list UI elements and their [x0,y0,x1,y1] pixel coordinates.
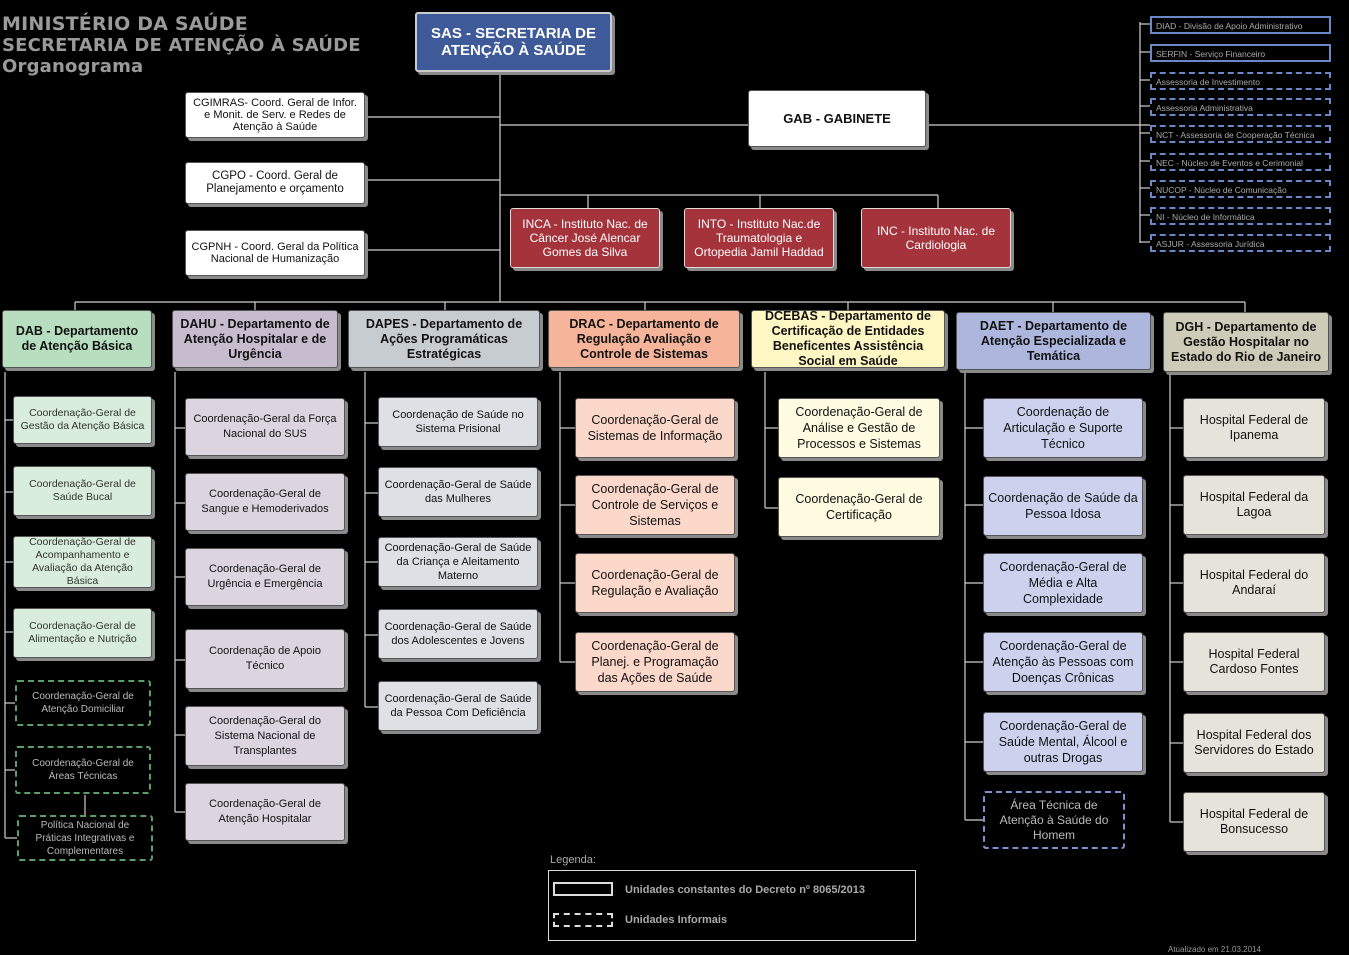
dept-dahu: DAHU - Departamento de Atenção Hospitala… [172,310,338,368]
daet-unit: Coordenação-Geral de Média e Alta Comple… [983,553,1143,613]
dahu-unit: Coordenação-Geral da Força Nacional do S… [185,398,345,456]
legend [548,870,916,941]
cgpo-box: CGPO - Coord. Geral de Planejamento e or… [185,162,365,204]
dcebas-unit: Coordenação-Geral de Análise e Gestão de… [778,398,940,458]
dept-dab: DAB - Departamento de Atenção Básica [2,310,152,368]
gab-unit-ni: NI - Núcleo de Informática [1150,207,1331,225]
drac-unit: Coordenação-Geral de Controle de Serviço… [575,475,735,535]
gab-unit-diad: DIAD - Divisão de Apoio Administrativo [1150,16,1331,34]
gab-box: GAB - GABINETE [748,90,926,147]
dab-informal-unit: Coordenação-Geral de Atenção Domiciliar [15,680,151,726]
dahu-unit: Coordenação-Geral de Sangue e Hemoderiva… [185,473,345,531]
dab-unit: Coordenação-Geral de Gestão da Atenção B… [13,396,152,444]
dept-dapes: DAPES - Departamento de Ações Programáti… [348,310,540,368]
dgh-hospital: Hospital Federal da Lagoa [1183,475,1325,535]
dapes-unit: Coordenação-Geral de Saúde da Criança e … [378,537,538,587]
dgh-hospital: Hospital Federal Cardoso Fontes [1183,632,1325,692]
legend-title: Legenda: [550,854,596,866]
legend-informal-swatch [553,913,613,927]
daet-unit: Coordenação-Geral de Saúde Mental, Álcoo… [983,712,1143,772]
legend-formal-label: Unidades constantes do Decreto nº 8065/2… [625,884,865,896]
gab-unit-investimento: Assessoria de Investimento [1150,72,1331,90]
gab-unit-serfin: SERFIN - Serviço Financeiro [1150,44,1331,62]
dept-drac: DRAC - Departamento de Regulação Avaliaç… [548,310,740,368]
drac-unit: Coordenação-Geral de Planej. e Programaç… [575,632,735,692]
gab-unit-nec: NEC - Núcleo de Eventos e Cerimonial [1150,153,1331,171]
secretariat-title: SECRETARIA DE ATENÇÃO À SAÚDE [2,35,361,56]
dept-dgh: DGH - Departamento de Gestão Hospitalar … [1163,312,1329,372]
daet-informal-unit: Área Técnica de Atenção à Saúde do Homem [983,791,1125,849]
dgh-hospital: Hospital Federal de Bonsucesso [1183,792,1325,852]
into-box: INTO - Instituto Nac.de Traumatologia e … [684,208,834,268]
legend-formal-swatch [553,882,613,896]
daet-unit: Coordenação de Articulação e Suporte Téc… [983,398,1143,458]
dgh-hospital: Hospital Federal dos Servidores do Estad… [1183,713,1325,773]
page-header: MINISTÉRIO DA SAÚDE SECRETARIA DE ATENÇÃ… [2,13,361,78]
dab-unit: Coordenação-Geral de Acompanhamento e Av… [13,536,152,588]
drac-unit: Coordenação-Geral de Sistemas de Informa… [575,398,735,458]
dapes-unit: Coordenação-Geral de Saúde das Mulheres [378,467,538,517]
sas-box: SAS - SECRETARIA DE ATENÇÃO À SAÚDE [415,12,612,72]
dab-unit: Coordenação-Geral de Saúde Bucal [13,466,152,516]
dahu-unit: Coordenação de Apoio Técnico [185,629,345,689]
dgh-hospital: Hospital Federal do Andaraí [1183,553,1325,613]
ministry-title: MINISTÉRIO DA SAÚDE [2,13,248,35]
dahu-unit: Coordenação-Geral de Atenção Hospitalar [185,783,345,841]
daet-unit: Coordenação-Geral de Atenção às Pessoas … [983,632,1143,692]
dept-daet: DAET - Departamento de Atenção Especiali… [956,312,1151,370]
cgimras-box: CGIMRAS- Coord. Geral de Infor. e Monit.… [185,92,365,138]
inc-box: INC - Instituto Nac. de Cardiologia [861,208,1011,268]
dcebas-unit: Coordenação-Geral de Certificação [778,477,940,537]
dab-informal-unit: Política Nacional de Práticas Integrativ… [17,815,153,861]
gab-unit-administrativa: Assessoria Administrativa [1150,98,1331,116]
inca-box: INCA - Instituto Nac. de Câncer José Ale… [510,208,660,268]
dahu-unit: Coordenação-Geral de Urgência e Emergênc… [185,548,345,606]
daet-unit: Coordenação de Saúde da Pessoa Idosa [983,476,1143,536]
gab-unit-asjur: ASJUR - Assessoria Jurídica [1150,234,1331,252]
dapes-unit: Coordenação-Geral de Saúde dos Adolescen… [378,609,538,659]
dept-dcebas: DCEBAS - Departamento de Certificação de… [751,309,945,368]
dab-unit: Coordenação-Geral de Alimentação e Nutri… [13,608,152,658]
gab-unit-nucop: NUCOP - Núcleo de Comunicação [1150,180,1331,198]
drac-unit: Coordenação-Geral de Regulação e Avaliaç… [575,553,735,613]
legend-informal-label: Unidades Informais [625,914,728,926]
cgpnh-box: CGPNH - Coord. Geral da Política Naciona… [185,230,365,276]
updated-date: Atualizado em 21.03.2014 [1168,945,1261,954]
dahu-unit: Coordenação-Geral do Sistema Nacional de… [185,706,345,766]
dgh-hospital: Hospital Federal de Ipanema [1183,398,1325,458]
organogram-title: Organograma [2,56,144,77]
gab-unit-nct: NCT - Assessoria de Cooperação Técnica [1150,125,1331,143]
dapes-unit: Coordenação-Geral de Saúde da Pessoa Com… [378,681,538,731]
dab-informal-unit: Coordenação-Geral de Áreas Técnicas [15,746,151,794]
dapes-unit: Coordenação de Saúde no Sistema Prisiona… [378,397,538,447]
